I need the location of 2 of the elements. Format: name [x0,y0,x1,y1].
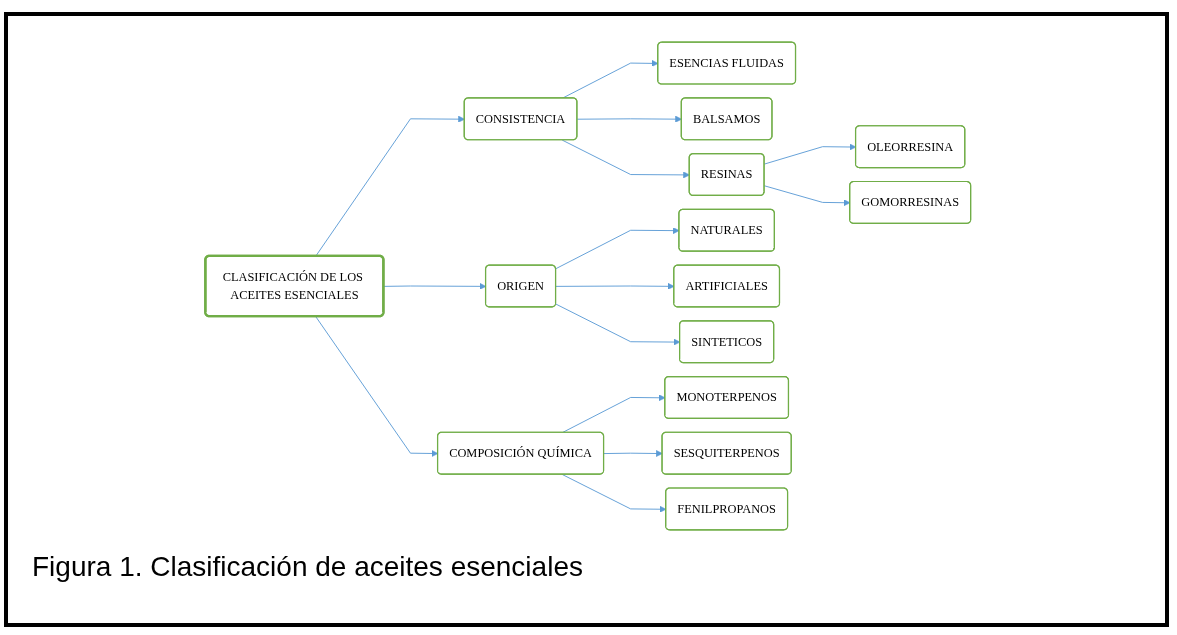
figure-caption: Figura 1. Clasificación de aceites esenciales [32,551,583,583]
figure-frame: CLASIFICACIÓN DE LOS ACEITES ESENCIALES CONSISTENCIA ESENCIAS FLUIDAS BALSAMOS RESINAS OLEORRESINA GOMORRESINAS ORIGEN NATURALES ARTIFICIALES SINTETICOS COMPOSICIÓN QUÍMICA MONOTERPENOS SESQUITERPENOS FENILPROPANOS Figura 1. Clasificación de aceites esenciales [4,12,1169,627]
